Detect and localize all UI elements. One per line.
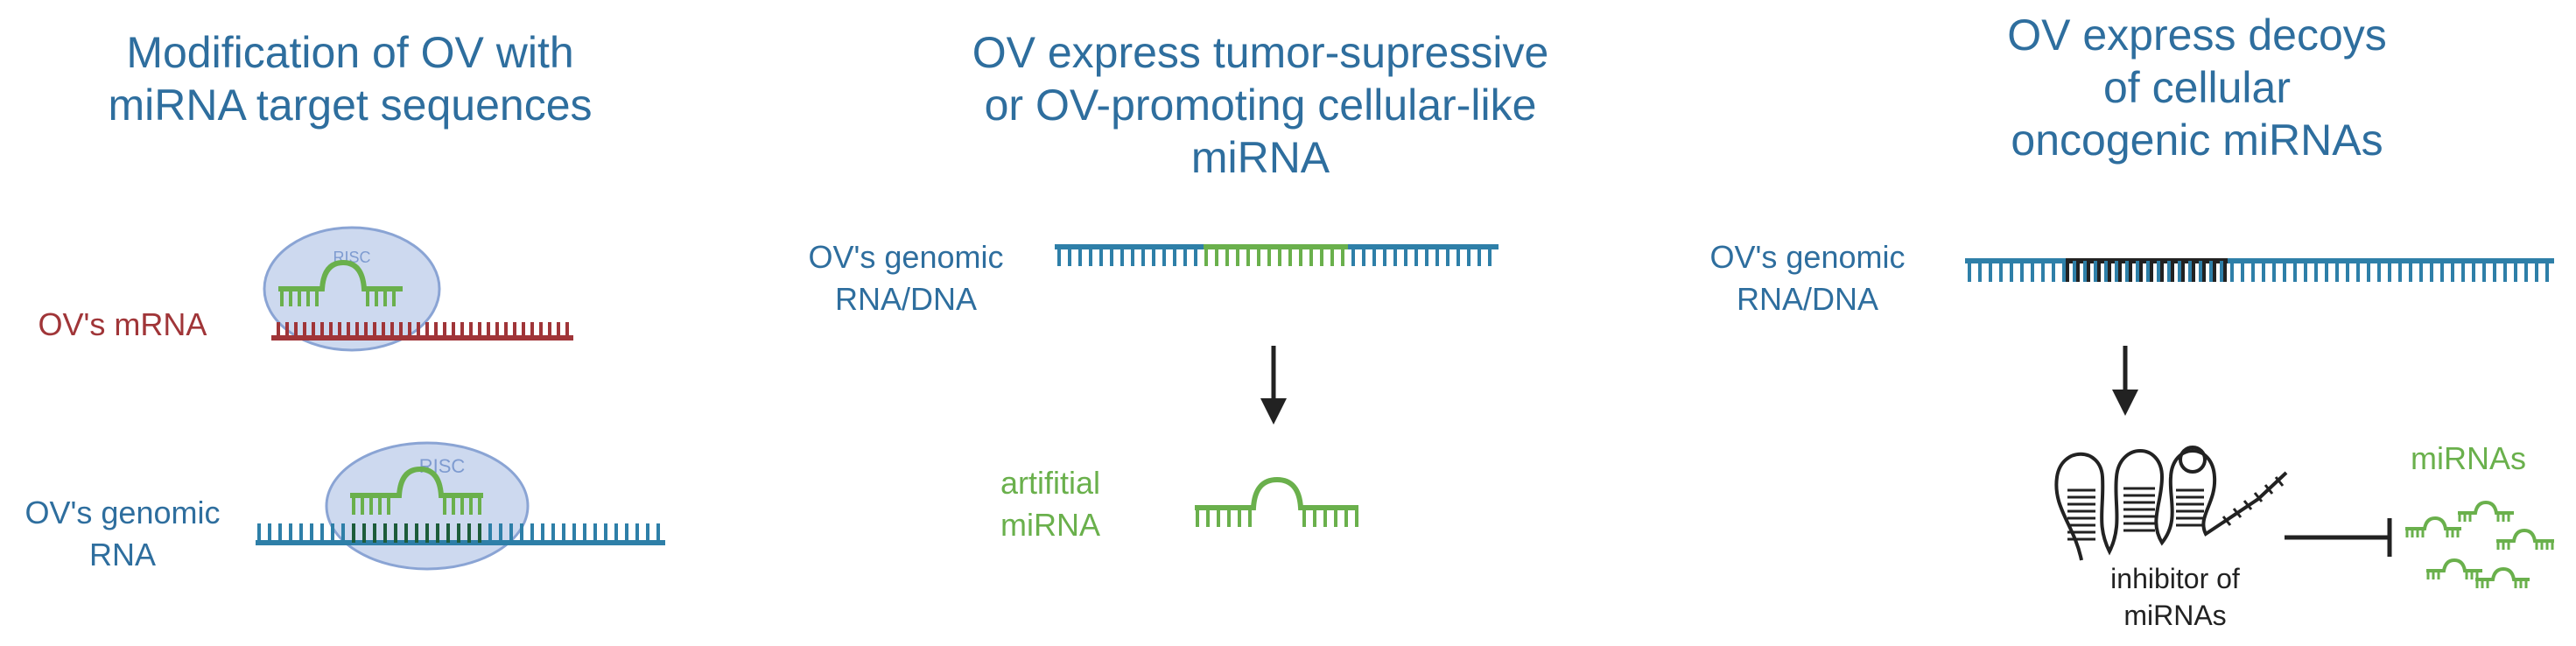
p3-genomic-label: OV's genomic RNA/DNA xyxy=(1709,239,1906,317)
risc-complex-bottom xyxy=(325,441,530,571)
panel2-title: OV express tumor-supressive or OV-promot… xyxy=(972,28,1549,182)
p2-down-arrow xyxy=(1260,346,1287,425)
risc-label-bottom: RISC xyxy=(419,455,466,477)
panel3-title: OV express decoys of cellular oncogenic … xyxy=(2007,11,2387,165)
ov-genomic-rna-label: OV's genomic RNA xyxy=(25,495,221,572)
mirna-inhibitor-decoy xyxy=(2054,446,2288,561)
risc-complex-top xyxy=(263,226,441,352)
p2-genomic-label: OV's genomic RNA/DNA xyxy=(808,239,1004,317)
mirna-bound-bottom xyxy=(350,466,483,515)
inhibitor-label: inhibitor of miRNAs xyxy=(2110,563,2240,631)
p3-genomic-strand xyxy=(1965,258,2554,282)
ov-genomic-rna-strand xyxy=(256,523,665,545)
panel1-title: Modification of OV with miRNA target seq… xyxy=(108,28,593,130)
ov-mrna-label: OV's mRNA xyxy=(38,306,207,342)
mirnas-label: miRNAs xyxy=(2411,440,2526,476)
mirna-bound-top xyxy=(278,259,403,306)
artificial-mirna-label: artifitial miRNA xyxy=(1000,465,1101,543)
p3-down-arrow xyxy=(2112,346,2138,416)
mirnas-cluster xyxy=(2405,500,2554,588)
artificial-mirna-shape xyxy=(1195,476,1358,527)
ov-mrna-strand xyxy=(271,322,573,341)
p2-genomic-strand xyxy=(1055,244,1499,266)
inhibition-arrow xyxy=(2285,518,2392,557)
